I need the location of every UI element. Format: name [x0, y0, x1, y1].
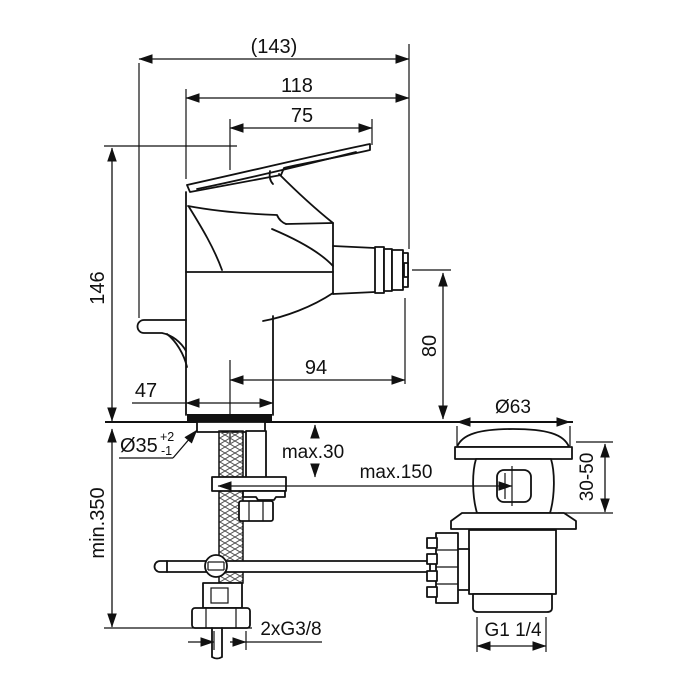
waste-flange	[454, 446, 573, 460]
dim-body-width: 47	[135, 380, 157, 402]
supply-nut	[191, 607, 251, 629]
spout	[332, 245, 376, 295]
dim-waste-thread: G1 1/4	[484, 620, 541, 641]
hose-fitting	[202, 582, 243, 609]
dim-outlet-height: 80	[419, 335, 441, 357]
threaded-shank	[245, 430, 267, 479]
dimension-lines	[107, 54, 610, 651]
dim-spout-reach: 118	[281, 75, 313, 97]
bracket-plate	[242, 490, 286, 501]
dim-max-rod-distance: max.150	[360, 462, 433, 483]
waste-lower-body	[468, 529, 557, 595]
lever-handle	[186, 143, 371, 193]
dim-lever-length: 75	[291, 105, 313, 127]
mounting-bracket	[211, 476, 287, 492]
dim-supply-connections: 2xG3/8	[260, 619, 321, 640]
dim-waste-flange-diameter: Ø63	[495, 397, 531, 418]
dimension-labels: (143) 118 75 146 94 47 80 Ø35 +2 -1 max.…	[87, 36, 598, 641]
base-seal	[187, 414, 272, 421]
knurled-knob	[426, 532, 470, 604]
popup-knob-rear	[136, 319, 188, 368]
waste-lower-flange	[450, 512, 577, 530]
dim-total-projection: (143)	[251, 36, 298, 58]
mounting-nut	[238, 500, 274, 522]
dim-hole-tol-minus: -1	[161, 444, 172, 458]
dim-body-height: 146	[87, 271, 109, 304]
dim-hole-tol-plus: +2	[160, 430, 174, 444]
popup-waste-assembly	[426, 428, 577, 613]
waste-thread-section	[472, 593, 553, 613]
rod-ball-joint	[204, 554, 228, 578]
dim-max-deck-thickness: max.30	[282, 442, 344, 463]
dim-waste-deck-range: 30-50	[577, 453, 598, 502]
dim-min-hose-length: min.350	[87, 487, 109, 558]
waste-plug	[456, 428, 570, 448]
aerator	[374, 246, 409, 294]
dim-center-to-outlet: 94	[305, 357, 327, 379]
dim-hole-diameter: Ø35	[120, 435, 158, 457]
popup-rod	[153, 560, 431, 573]
faucet-body	[136, 143, 409, 421]
